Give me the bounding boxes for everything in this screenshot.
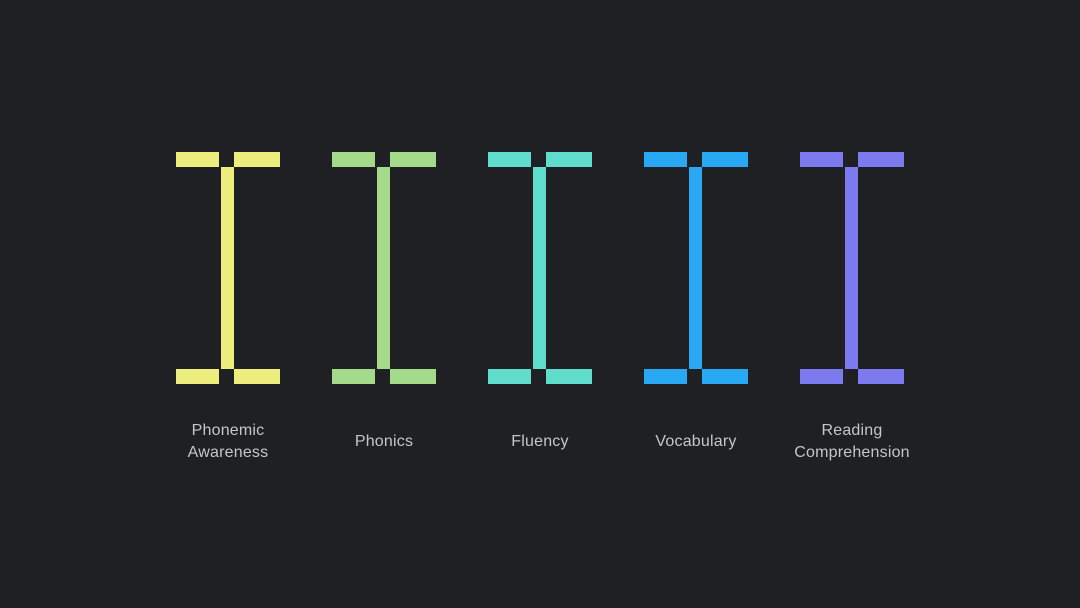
pillar-label-reading-comprehension: Reading Comprehension <box>774 420 930 464</box>
ibeam-icon-phonics <box>332 152 436 384</box>
pillar-label-vocabulary: Vocabulary <box>618 420 774 464</box>
ibeam-icon-vocabulary <box>644 152 748 384</box>
pillar-item-fluency: Fluency <box>462 152 618 464</box>
pillar-label-line: Fluency <box>511 433 569 450</box>
pillar-item-phonics: Phonics <box>306 152 462 464</box>
pillar-label-line: Reading <box>821 422 883 439</box>
pillar-row: Phonemic Awareness Phonics <box>0 152 1080 464</box>
pillar-label-phonics: Phonics <box>306 420 462 464</box>
pillar-item-reading-comprehension: Reading Comprehension <box>774 152 930 464</box>
ibeam-icon-fluency <box>488 152 592 384</box>
pillar-label-fluency: Fluency <box>462 420 618 464</box>
pillar-label-line: Comprehension <box>794 444 910 461</box>
pillar-label-line: Vocabulary <box>655 433 737 450</box>
pillar-item-phonemic-awareness: Phonemic Awareness <box>150 152 306 464</box>
pillar-label-line: Phonics <box>354 433 414 450</box>
pillar-label-phonemic-awareness: Phonemic Awareness <box>150 420 306 464</box>
pillar-label-line: Phonemic <box>191 422 265 439</box>
pillar-item-vocabulary: Vocabulary <box>618 152 774 464</box>
ibeam-icon-phonemic-awareness <box>176 152 280 384</box>
pillar-label-line: Awareness <box>187 444 269 461</box>
ibeam-icon-reading-comprehension <box>800 152 904 384</box>
